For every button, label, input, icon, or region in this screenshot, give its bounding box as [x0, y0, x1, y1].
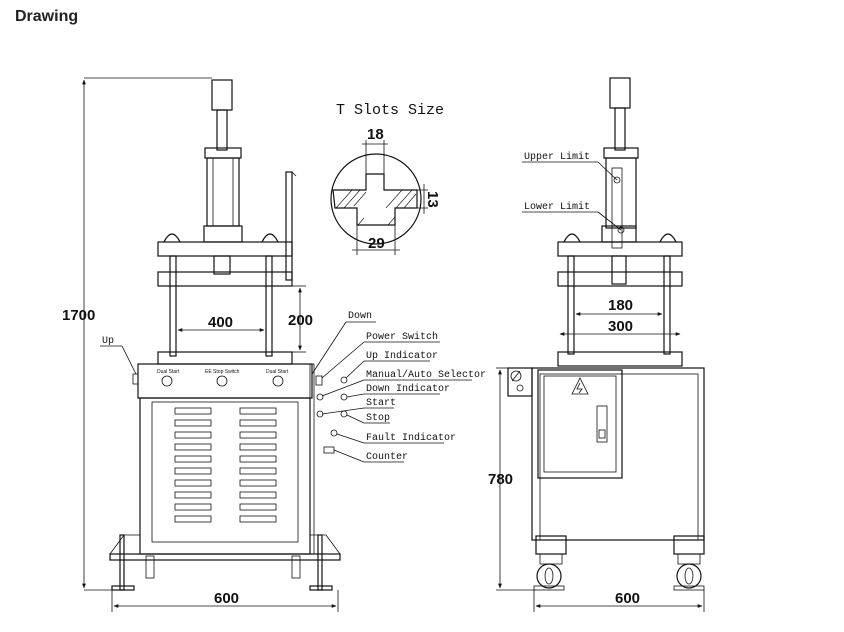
dim-300: 300: [608, 318, 633, 335]
callout-power-switch: Power Switch: [366, 331, 438, 343]
panel-label-left: Dual Start: [157, 369, 180, 375]
label-up: Up: [102, 336, 114, 347]
front-louvres: [174, 407, 277, 523]
callout-manual-auto-selector: Manual/Auto Selector: [366, 369, 486, 381]
front-callouts: Power Switch Up Indicator Manual/Auto Se…: [321, 331, 486, 463]
label-down: Down: [348, 311, 372, 322]
callout-down-indicator: Down Indicator: [366, 383, 450, 395]
tslot-dim-bottom: 29: [368, 235, 385, 252]
dim-base-width-side: 600: [615, 590, 640, 607]
callout-counter: Counter: [366, 452, 408, 463]
tslot-detail: T Slots Size 18 13 29: [330, 102, 444, 255]
page-title: Drawing: [15, 8, 79, 25]
panel-label-right: Dual Start: [266, 369, 289, 375]
dim-180: 180: [608, 297, 633, 314]
dim-stroke: 200: [288, 312, 313, 329]
dim-base-width-front: 600: [214, 590, 239, 607]
callout-start: Start: [366, 398, 396, 409]
label-lower-limit: Lower Limit: [524, 201, 590, 213]
callout-fault-indicator: Fault Indicator: [366, 432, 456, 444]
callout-stop: Stop: [366, 413, 390, 424]
label-upper-limit: Upper Limit: [524, 151, 590, 163]
side-view: Upper Limit Lower Limit 180 300 780 600: [488, 77, 705, 612]
dim-inner-width: 400: [208, 314, 233, 331]
tslot-dim-side: 13: [424, 191, 441, 208]
dim-height-total: 1700: [62, 307, 95, 324]
panel-label-mid: EE Stop Switch: [205, 369, 240, 375]
tslot-dim-top: 18: [367, 126, 384, 143]
callout-up-indicator: Up Indicator: [366, 350, 438, 362]
front-view: Dual Start EE Stop Switch Dual Start: [62, 77, 486, 612]
dim-base-height: 780: [488, 471, 513, 488]
tslot-title: T Slots Size: [336, 102, 444, 119]
